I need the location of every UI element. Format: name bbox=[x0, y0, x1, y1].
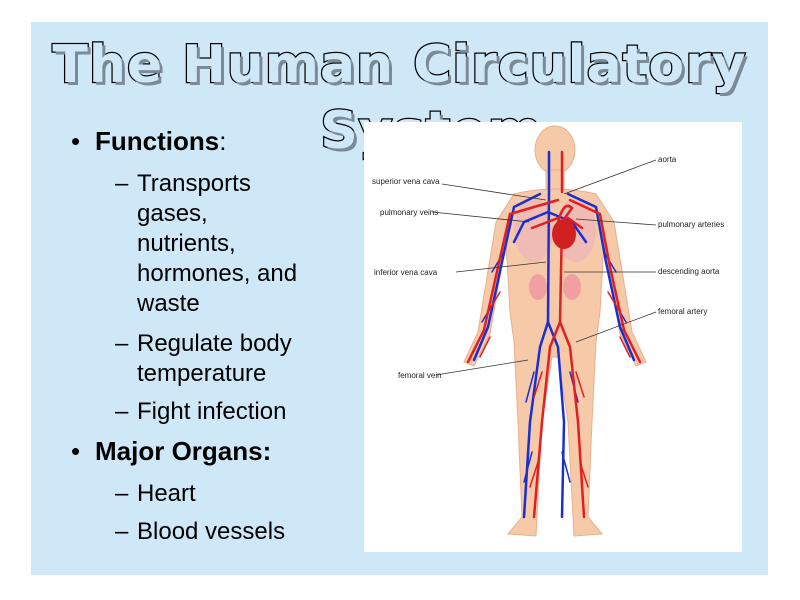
function-item-line: gases, bbox=[137, 200, 208, 227]
organ-item-blood-vessels: –Blood vessels bbox=[115, 518, 286, 545]
label-descending-aorta: descending aorta bbox=[658, 267, 720, 276]
bullet-dot: • bbox=[71, 126, 81, 156]
heart bbox=[552, 219, 576, 249]
function-item-line: nutrients, bbox=[137, 230, 236, 257]
bullet-functions: • Functions: bbox=[71, 126, 226, 157]
label-aorta: aorta bbox=[658, 155, 677, 164]
function-item-line: Fight infection bbox=[137, 398, 287, 425]
arteries bbox=[466, 150, 642, 519]
leader-lines bbox=[431, 159, 657, 376]
organs-heading: Major Organs: bbox=[95, 436, 272, 466]
kidneys bbox=[529, 274, 581, 300]
label-femoral-artery: femoral artery bbox=[658, 307, 707, 316]
organ-item-heart: –Heart bbox=[115, 480, 196, 507]
label-inferior-vena-cava: inferior vena cava bbox=[374, 268, 438, 277]
functions-colon: : bbox=[219, 126, 227, 156]
label-pulmonary-veins: pulmonary veins bbox=[380, 208, 438, 217]
label-superior-vena-cava: superior vena cava bbox=[372, 177, 440, 186]
label-femoral-vein: femoral vein bbox=[398, 371, 442, 380]
function-item-line: hormones, and bbox=[137, 260, 298, 287]
function-item-infection: –Fight infection bbox=[115, 398, 287, 425]
function-item-line: Regulate body bbox=[137, 330, 292, 357]
organ-item-label: Blood vessels bbox=[137, 518, 286, 545]
label-pulmonary-arteries: pulmonary arteries bbox=[658, 220, 724, 229]
function-item-temperature: –Regulate body temperature bbox=[115, 330, 292, 387]
function-item-transport: –Transports gases, nutrients, hormones, … bbox=[115, 170, 298, 317]
bullet-dot: • bbox=[71, 436, 81, 466]
circulatory-diagram-svg: superior vena cava pulmonary veins infer… bbox=[372, 125, 724, 537]
circulatory-diagram: superior vena cava pulmonary veins infer… bbox=[364, 122, 742, 552]
bullet-major-organs: • Major Organs: bbox=[71, 436, 271, 467]
functions-heading: Functions bbox=[95, 126, 220, 156]
function-item-line: Transports bbox=[137, 170, 251, 197]
function-item-line: waste bbox=[137, 290, 200, 317]
body-silhouette bbox=[463, 125, 647, 537]
organ-item-label: Heart bbox=[137, 480, 196, 507]
title-line-1: The Human Circulatory bbox=[51, 34, 747, 97]
slide: The Human Circulatory System •Functions:… bbox=[31, 22, 768, 575]
function-item-line: temperature bbox=[137, 360, 267, 387]
